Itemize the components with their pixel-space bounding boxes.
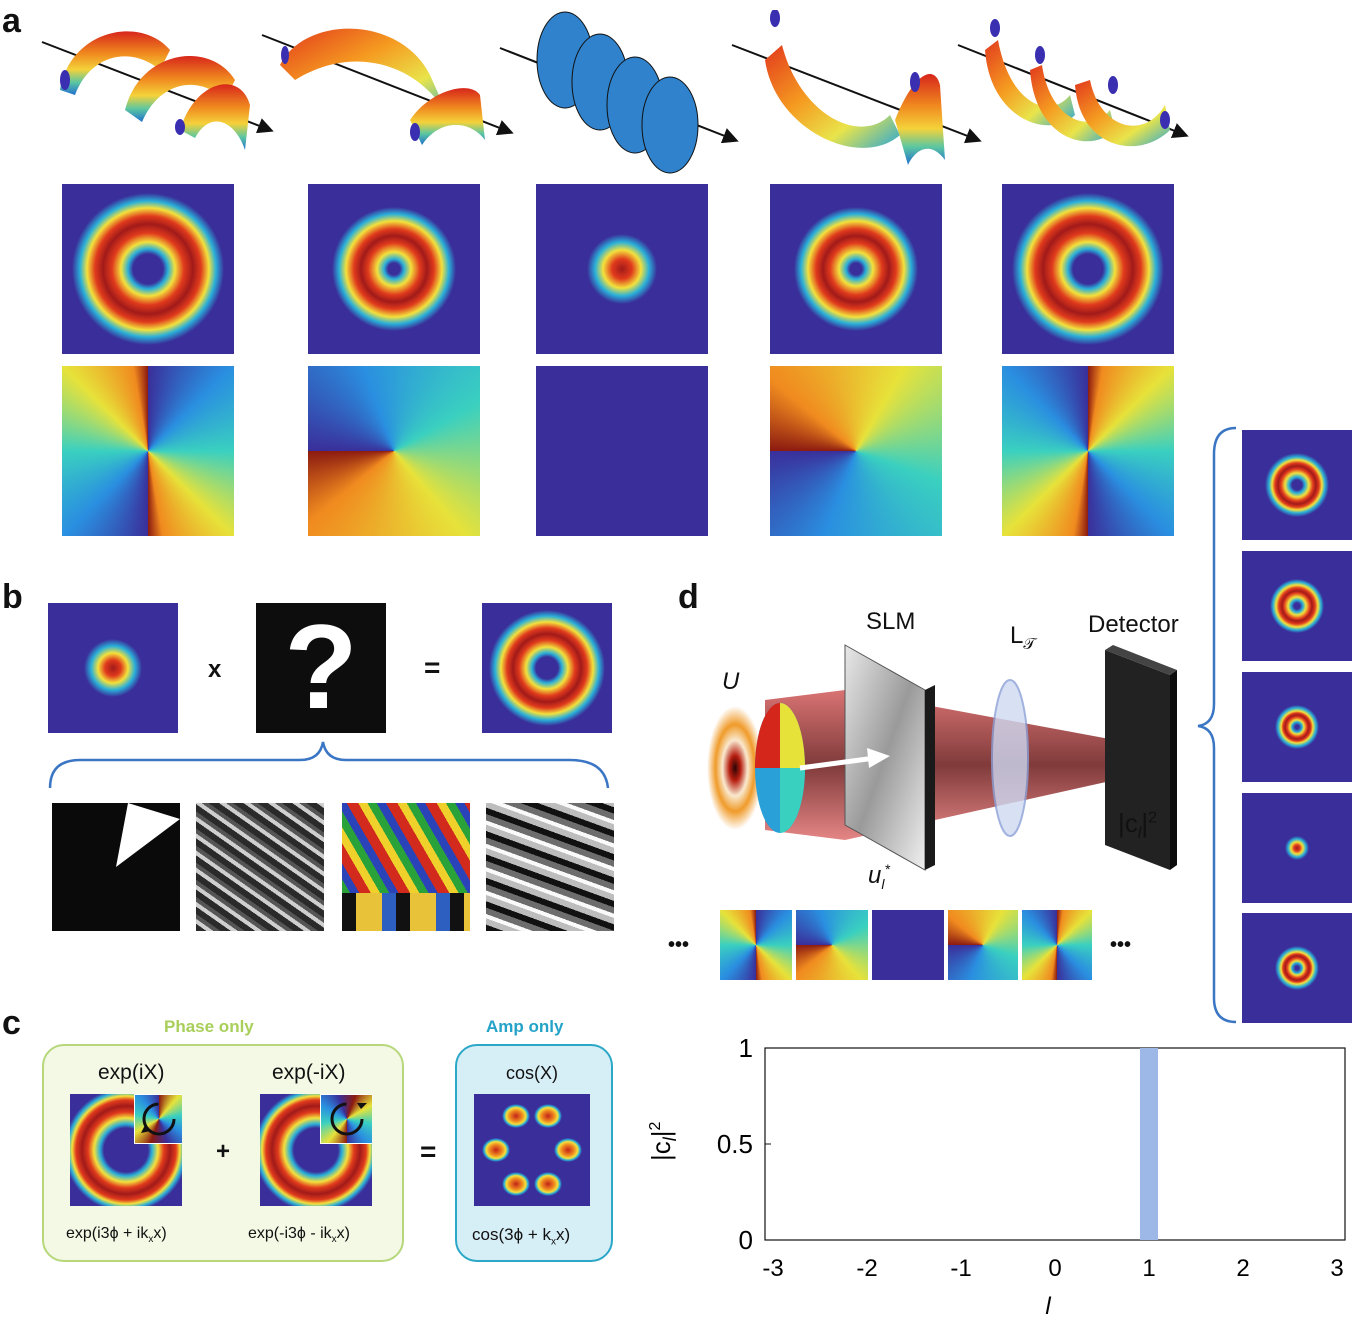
- y-axis-label-sup: 2: [647, 1121, 664, 1130]
- detection-pattern-2: [1242, 551, 1352, 661]
- metasurface: [196, 803, 324, 931]
- intensity-profile-1: [62, 184, 234, 354]
- phase-inset-middle: [320, 1094, 372, 1144]
- helix-wavefront-2: [261, 28, 514, 145]
- equals-operator: =: [424, 652, 441, 683]
- chart-frame: [764, 1047, 1346, 1241]
- phase-profile-4: [770, 366, 942, 536]
- y-tick-label: 1: [739, 1033, 753, 1063]
- y-axis-label-bar: |: [646, 1130, 676, 1137]
- donut-output: [482, 603, 612, 733]
- phase-inset-left: [134, 1094, 182, 1144]
- detection-pattern-3: [1242, 672, 1352, 782]
- plus-operator: +: [216, 1138, 231, 1165]
- panel-label-c: c: [2, 1004, 21, 1042]
- x-tick-label: -1: [950, 1255, 971, 1282]
- times-operator: x: [208, 656, 222, 683]
- hologram-3: [872, 910, 944, 980]
- hologram-5: [1022, 910, 1092, 980]
- clockwise-arrow-icon: [330, 1102, 367, 1136]
- helix-wavefront-1: [41, 31, 274, 150]
- detector-label: Detector: [1088, 611, 1179, 638]
- cos-3phi-label: cos(3ϕ + kxx): [472, 1225, 571, 1248]
- x-tick-label: 2: [1236, 1255, 1249, 1282]
- lens-label: L𝒯: [1010, 622, 1036, 653]
- intensity-profile-5: [1002, 184, 1174, 354]
- detection-pattern-4: [1242, 793, 1352, 903]
- exp-ix-label: exp(iX): [98, 1061, 165, 1084]
- wavefront-row: [41, 10, 1189, 174]
- cl-squared-label: |cl|2: [1118, 808, 1157, 843]
- panel-label-d: d: [678, 578, 699, 616]
- vortex-intensity-left: [70, 1094, 182, 1206]
- x-tick-label: 0: [1048, 1255, 1061, 1282]
- y-tick-label: 0: [739, 1225, 753, 1255]
- helix-wavefront-3: [731, 10, 982, 165]
- petal-pattern: [474, 1094, 590, 1206]
- x-tick-label: -3: [762, 1255, 783, 1282]
- q-plate: [342, 803, 470, 931]
- question-mark: ?: [284, 603, 358, 733]
- ul-conj-label: ul*: [868, 861, 890, 892]
- curly-brace-d: [1197, 426, 1237, 1024]
- cos-x-label: cos(X): [506, 1063, 559, 1083]
- helix-wavefront-4: [957, 19, 1189, 147]
- panel-label-a: a: [2, 2, 21, 40]
- amp-only-label: Amp only: [486, 1017, 564, 1036]
- y-axis-label: |cl|2: [646, 1121, 680, 1161]
- exp-minus-i3phi-label: exp(-i3ϕ - ikxx): [248, 1225, 350, 1246]
- ellipsis-right: •••: [1110, 934, 1132, 956]
- x-tick-label: 1: [1142, 1255, 1155, 1282]
- intensity-profile-3: [536, 184, 708, 354]
- unknown-mask: ?: [256, 603, 386, 733]
- vortex-intensity-middle: [260, 1094, 372, 1206]
- planar-wavefront: [499, 11, 739, 174]
- x-tick-label: -2: [856, 1255, 877, 1282]
- phase-only-label: Phase only: [164, 1017, 254, 1036]
- hologram-4: [948, 910, 1018, 980]
- y-axis-label-text: |c: [646, 1141, 676, 1161]
- phase-profile-1: [62, 366, 234, 536]
- y-tick-label: 0.5: [717, 1129, 753, 1159]
- intensity-profile-2: [308, 184, 480, 354]
- phase-profile-2: [308, 366, 480, 536]
- bar-l-1: [1140, 1048, 1158, 1240]
- hologram-2: [796, 910, 868, 980]
- curly-brace-b: [48, 741, 610, 789]
- ellipsis-left: •••: [668, 934, 690, 956]
- slm-label: SLM: [866, 608, 916, 635]
- u-label: U: [722, 668, 740, 695]
- detection-pattern-1: [1242, 430, 1352, 540]
- equals-operator-c: =: [420, 1136, 437, 1167]
- exp-minus-ix-label: exp(-iX): [272, 1061, 346, 1084]
- detection-pattern-5: [1242, 913, 1352, 1023]
- exp-i3phi-label: exp(i3ϕ + ikxx): [66, 1225, 167, 1246]
- optical-setup: [707, 644, 1177, 871]
- phase-profile-5: [1002, 366, 1174, 536]
- gaussian-input: [48, 603, 178, 733]
- y-axis-label-sub: l: [660, 1136, 680, 1141]
- hologram-1: [720, 910, 792, 980]
- phase-profile-3: [536, 366, 708, 536]
- spiral-phase-plate: [52, 803, 180, 931]
- x-tick-label: 3: [1330, 1255, 1343, 1282]
- counterclockwise-arrow-icon: [141, 1102, 176, 1136]
- x-axis-label: l: [1045, 1293, 1051, 1320]
- forked-hologram: [486, 803, 614, 931]
- panel-label-b: b: [2, 578, 23, 616]
- intensity-profile-4: [770, 184, 942, 354]
